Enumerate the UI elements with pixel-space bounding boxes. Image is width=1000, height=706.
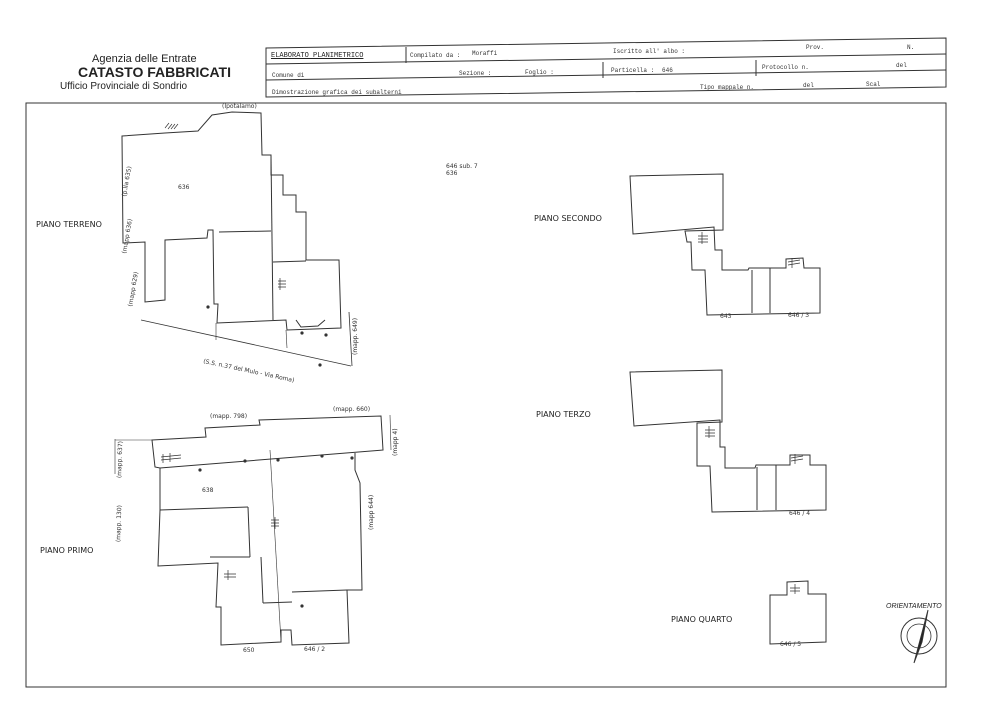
- annot-terreno-mapp: (mapp. 649): [352, 317, 359, 355]
- iscritto-label: Iscritto all' albo :: [613, 48, 686, 55]
- annot-secondo-a: 643: [720, 313, 732, 320]
- annot-primo-mapp6: (mapp 4): [392, 428, 399, 456]
- particella-value: 646: [662, 67, 673, 74]
- plan-secondo: [629, 173, 821, 316]
- comune-label: Comune di: [272, 72, 305, 79]
- annot-terzo-sub: 646 / 4: [789, 510, 811, 517]
- del-label: del: [896, 62, 907, 69]
- annot-primo-id: 638: [202, 487, 214, 494]
- sezione-label: Sezione :: [459, 70, 492, 77]
- orientamento-label: ORIENTAMENTO: [886, 603, 942, 610]
- legend-sub: 646 sub. 7: [446, 163, 478, 170]
- annot-terreno-top: (Ipotalamo): [222, 103, 257, 110]
- annot-primo-sub2: 650: [243, 647, 255, 654]
- outer-frame: [25, 102, 947, 688]
- particella-label: Particella :: [611, 67, 655, 74]
- elaborato-label: ELABORATO PLANIMETRICO: [271, 52, 364, 60]
- agency-name: Agenzia delle Entrate: [92, 53, 197, 65]
- foglio-label: Foglio :: [525, 69, 554, 76]
- compilato-label: Compilato da :: [410, 52, 461, 59]
- plan-primo: [114, 414, 392, 646]
- annot-terreno-id: 636: [178, 184, 190, 191]
- compass-rose: [900, 609, 938, 664]
- annot-primo-sub: 646 / 2: [304, 646, 326, 653]
- n-label: N.: [907, 44, 915, 51]
- office-name: Ufficio Provinciale di Sondrio: [60, 81, 188, 92]
- protocollo-label: Protocollo n.: [762, 64, 809, 71]
- scala-label: Scal: [866, 81, 881, 88]
- floor-label-primo: PIANO PRIMO: [40, 546, 94, 555]
- compilato-value: Moraffi: [472, 50, 498, 57]
- floor-label-terzo: PIANO TERZO: [536, 410, 591, 419]
- catasto-title: CATASTO FABBRICATI: [78, 64, 231, 80]
- del2-label: del: [803, 82, 814, 89]
- dimostrazione-label: Dimostrazione grafica dei subalterni: [272, 89, 402, 96]
- floor-label-secondo: PIANO SECONDO: [534, 214, 602, 223]
- annot-primo-mapp2: (mapp. 660): [333, 406, 371, 413]
- annot-primo-mapp4: (mapp. 130): [115, 504, 124, 543]
- legend-id: 636: [446, 170, 458, 177]
- plan-terreno: [121, 111, 353, 367]
- annot-primo-mapp3: (mapp. 637): [116, 440, 125, 479]
- floor-label-terreno: PIANO TERRENO: [36, 220, 102, 229]
- annot-primo-mapp5: (mapp 644): [368, 494, 375, 530]
- prov-label: Prov.: [806, 44, 825, 51]
- floor-label-quarto: PIANO QUARTO: [671, 615, 733, 624]
- annot-primo-mapp1: (mapp. 798): [210, 413, 248, 420]
- plan-quarto: [769, 580, 827, 645]
- annot-quarto-sub: 646 / 5: [780, 641, 802, 648]
- plan-terzo: [629, 369, 827, 513]
- tipo-mappale-label: Tipo mappale n.: [700, 84, 755, 91]
- header-box: [265, 37, 947, 98]
- annot-secondo-sub: 646 / 3: [788, 312, 810, 319]
